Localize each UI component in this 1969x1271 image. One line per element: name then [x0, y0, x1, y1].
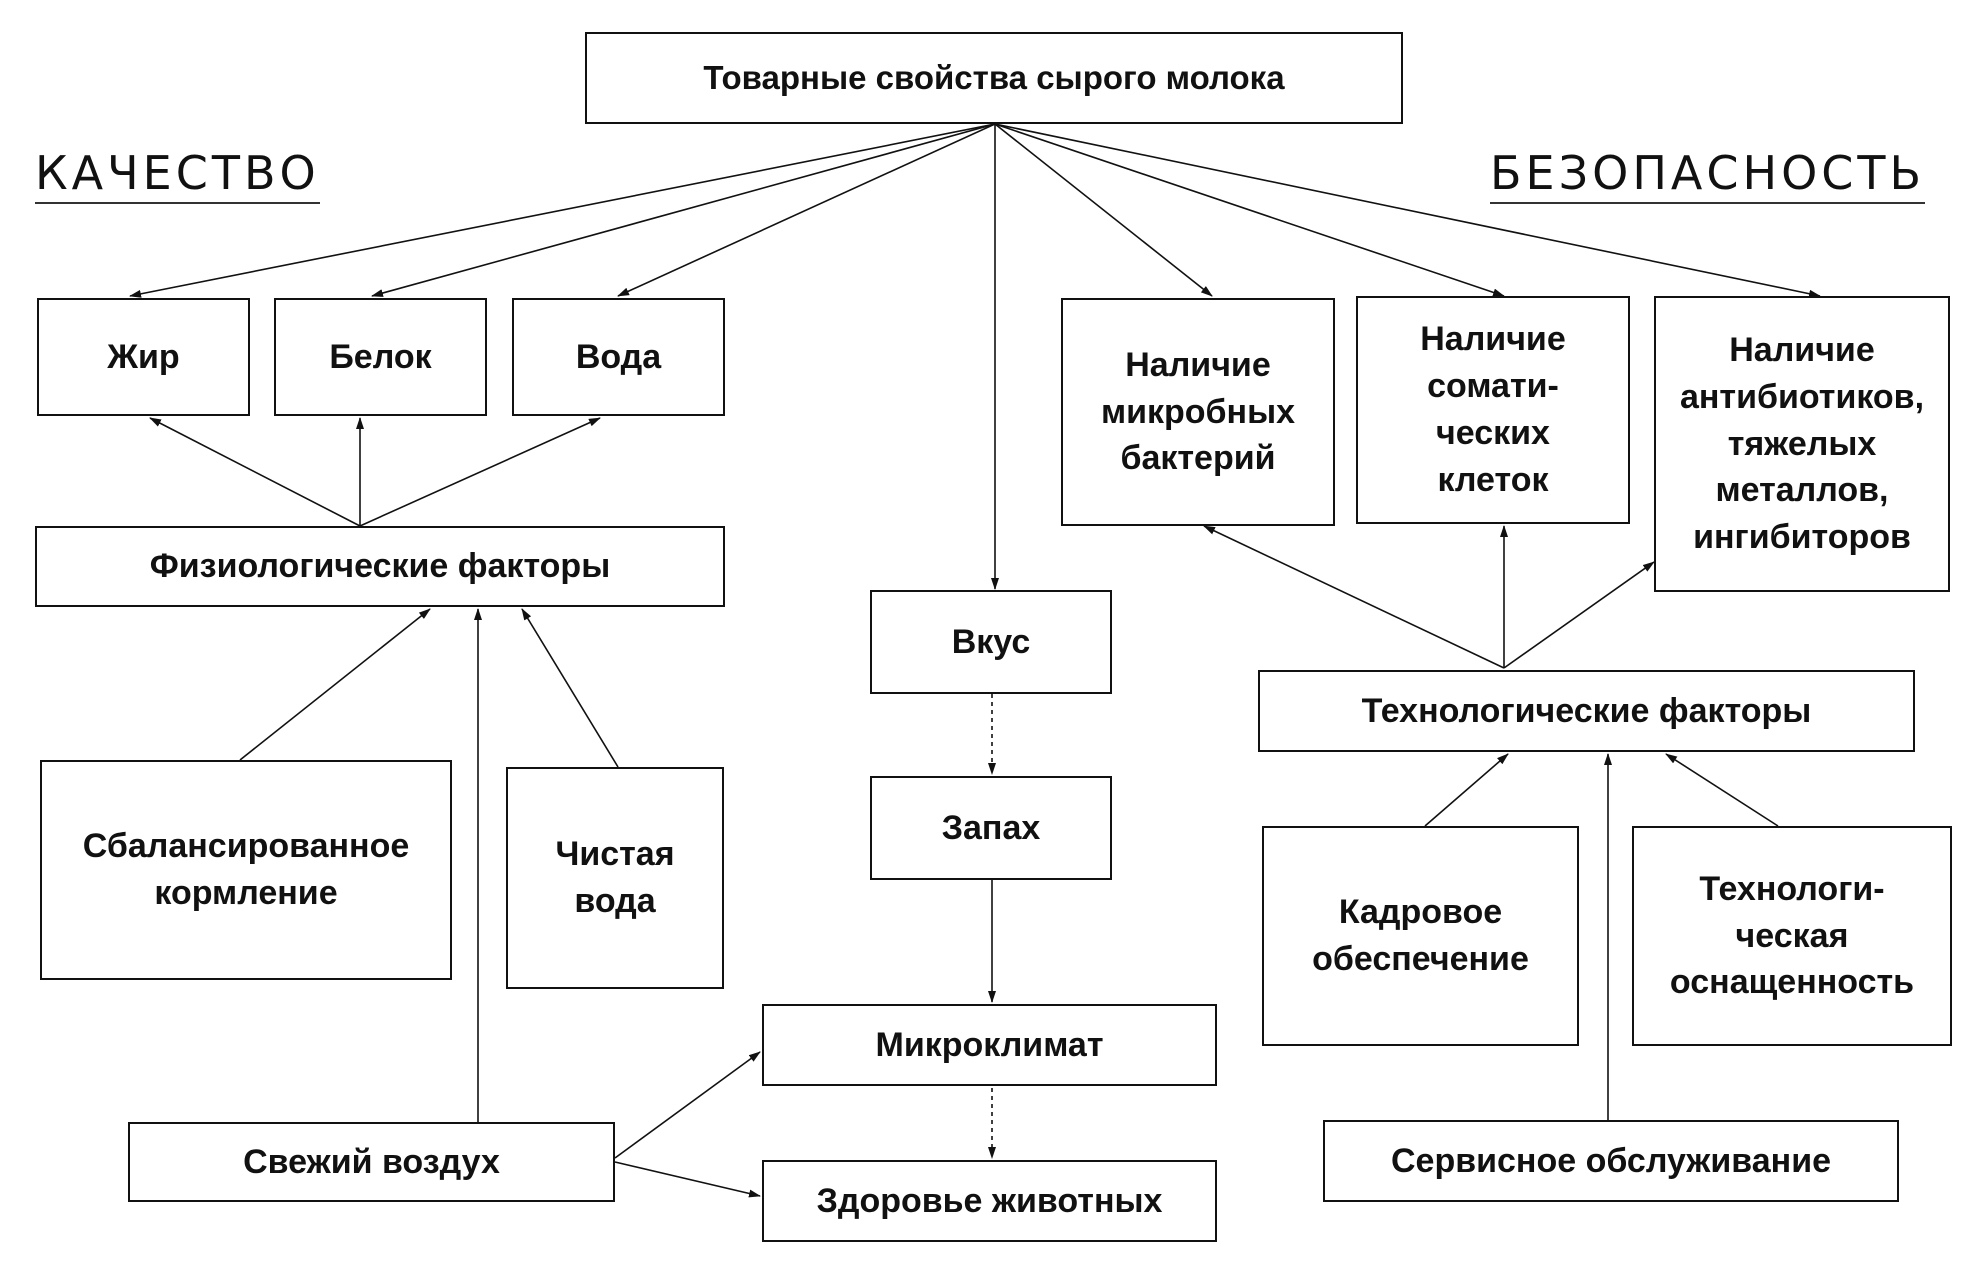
arrow-physio-to-water [359, 417, 601, 527]
technological-factors-box: Технологические факторы [1258, 670, 1915, 752]
balanced-feeding-box: Сбалансированное кормление [40, 760, 452, 980]
tech-equipment-box: Технологи- ческая оснащенность [1632, 826, 1952, 1046]
quality-heading: КАЧЕСТВО [35, 150, 320, 204]
arrow-equipment-to-tech [1665, 753, 1779, 827]
service-box: Сервисное обслуживание [1323, 1120, 1899, 1202]
arrow-air-to-health [614, 1161, 761, 1198]
physiological-factors-box: Физиологические факторы [35, 526, 725, 607]
arrow-title-to-somatic [994, 123, 1505, 297]
clean-water-box: Чистая вода [506, 767, 724, 989]
arrow-title-to-water [617, 123, 996, 297]
smell-box: Запах [870, 776, 1112, 880]
water-box: Вода [512, 298, 725, 416]
arrow-tech-to-antibiotics [1503, 561, 1655, 669]
microclimate-box: Микроклимат [762, 1004, 1217, 1086]
protein-box: Белок [274, 298, 487, 416]
arrow-physio-to-fat [149, 417, 361, 527]
arrow-title-to-fat [129, 123, 996, 298]
arrow-cleanwater-to-physio [521, 608, 619, 768]
arrow-title-to-antibiotics [994, 123, 1821, 298]
antibiotics-box: Наличие антибиотиков, тяжелых металлов, … [1654, 296, 1950, 592]
arrow-title-to-microbial [994, 123, 1213, 297]
arrow-title-to-protein [371, 123, 996, 297]
safety-heading: БЕЗОПАСНОСТЬ [1490, 150, 1926, 204]
arrow-tech-to-microbial [1203, 525, 1505, 669]
arrow-staffing-to-tech [1424, 753, 1509, 827]
fresh-air-box: Свежий воздух [128, 1122, 615, 1202]
somatic-cells-box: Наличие сомати- ческих клеток [1356, 296, 1630, 524]
fat-box: Жир [37, 298, 250, 416]
diagram-title: Товарные свойства сырого молока [585, 32, 1403, 124]
taste-box: Вкус [870, 590, 1112, 694]
arrow-feeding-to-physio [239, 608, 431, 761]
arrow-air-to-microclimate [614, 1051, 761, 1159]
staffing-box: Кадровое обеспечение [1262, 826, 1579, 1046]
microbial-bacteria-box: Наличие микробных бактерий [1061, 298, 1335, 526]
animal-health-box: Здоровье животных [762, 1160, 1217, 1242]
